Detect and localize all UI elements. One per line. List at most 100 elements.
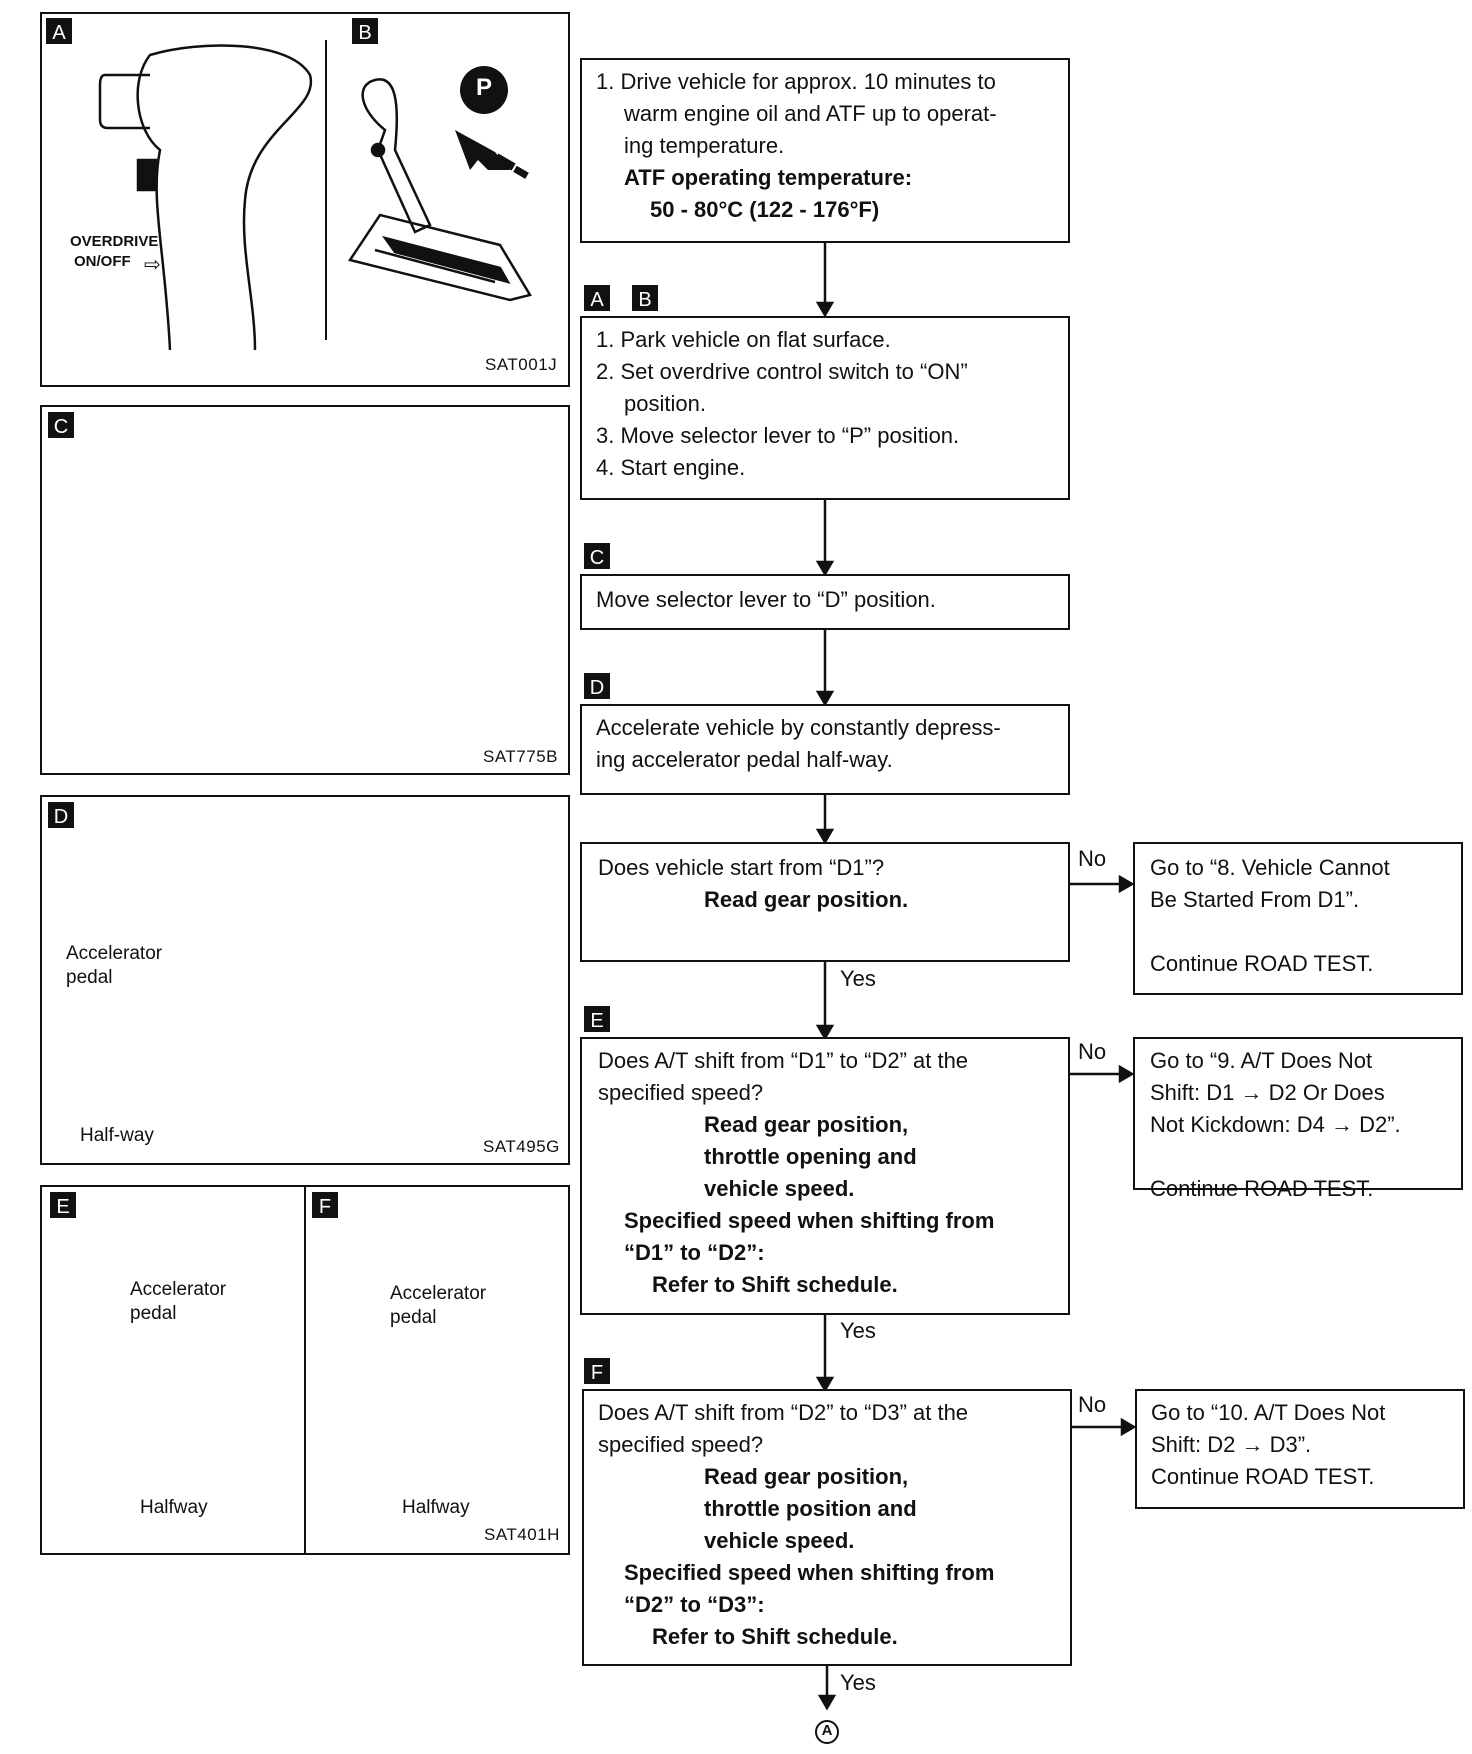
step6-question2: specified speed? bbox=[598, 1080, 764, 1105]
step5-question: Does vehicle start from “D1”? bbox=[598, 855, 885, 880]
step2-item3: 3. Move selector lever to “P” position. bbox=[596, 423, 960, 448]
figure-code-sat401h: SAT401H bbox=[484, 1525, 560, 1544]
step5-instruction: Read gear position. bbox=[704, 887, 909, 912]
overdrive-label-line2: ON/OFF bbox=[74, 253, 131, 270]
tag-b: B bbox=[352, 18, 378, 44]
step7-no-box bbox=[1135, 1389, 1465, 1509]
step6-spec1: Specified speed when shifting from bbox=[624, 1208, 995, 1233]
step7-no-line3: Continue ROAD TEST. bbox=[1151, 1464, 1375, 1489]
step2-item2b: position. bbox=[624, 391, 706, 416]
step6-no-line2: Shift: D1 → D2 Or Does bbox=[1150, 1080, 1385, 1105]
flow-connectors bbox=[815, 243, 1137, 1711]
step4-tag-d: D bbox=[584, 673, 610, 699]
tag-a: A bbox=[46, 18, 72, 44]
step2-item2: 2. Set overdrive control switch to “ON” bbox=[596, 359, 968, 384]
step6-yes-label: Yes bbox=[840, 1318, 876, 1343]
step6-text: Does A/T shift from “D1” to “D2” at the … bbox=[598, 1045, 1068, 1301]
step7-text: Does A/T shift from “D2” to “D3” at the … bbox=[598, 1397, 1068, 1653]
step3-tag-c: C bbox=[584, 543, 610, 569]
accelerator-pedal-line2-e: pedal bbox=[130, 1303, 177, 1324]
circle-d-label: D bbox=[411, 453, 429, 480]
panel-ef-divider bbox=[304, 1185, 306, 1555]
step7-instr3: vehicle speed. bbox=[704, 1528, 855, 1553]
step7-spec3: Refer to Shift schedule. bbox=[652, 1624, 898, 1649]
step7-no-label: No bbox=[1078, 1392, 1107, 1417]
arrow-into-p-illustration bbox=[455, 130, 529, 179]
step1-box bbox=[580, 58, 1070, 243]
accelerator-pedal-line2-f: pedal bbox=[390, 1307, 437, 1328]
step6-tag-e: E bbox=[584, 1006, 610, 1032]
selector-lever-b bbox=[347, 78, 532, 302]
step6-no-line3: Not Kickdown: D4 → D2”. bbox=[1150, 1112, 1401, 1137]
step6-no-spacer bbox=[1150, 1141, 1460, 1173]
halfway-label-d: Half-way bbox=[80, 1125, 154, 1146]
accelerator-pedal-label-d: Accelerator pedal bbox=[66, 942, 162, 990]
step6-instr3: vehicle speed. bbox=[704, 1176, 855, 1201]
step5-box bbox=[580, 842, 1070, 962]
shift-to-e: D2 bbox=[222, 1240, 244, 1257]
step6-spec2: “D1” to “D2”: bbox=[624, 1240, 765, 1265]
step2-text: 1. Park vehicle on flat surface. 2. Set … bbox=[596, 324, 1066, 484]
connector-a-circle bbox=[815, 1720, 839, 1744]
tag-e: E bbox=[50, 1192, 76, 1218]
connector-a-label: A bbox=[821, 1722, 833, 1739]
step7-question1: Does A/T shift from “D2” to “D3” at the bbox=[598, 1400, 969, 1425]
accelerator-pedal-label-e: Accelerator pedal bbox=[130, 1278, 226, 1326]
tag-f: F bbox=[312, 1192, 338, 1218]
accelerator-pedal-line1-d: Accelerator bbox=[66, 943, 163, 964]
step3-text: Move selector lever to “D” position. bbox=[596, 587, 936, 612]
shift-knob-illustration bbox=[98, 44, 313, 351]
step4-text: Accelerate vehicle by constantly depress… bbox=[596, 712, 1066, 776]
shift-from-f: D2 bbox=[369, 1240, 391, 1257]
overdrive-arrow-icon: ⇨ bbox=[144, 254, 161, 276]
panel-d-frame bbox=[40, 795, 570, 1165]
step5-no-label: No bbox=[1078, 846, 1107, 871]
tag-c: C bbox=[48, 412, 74, 438]
accelerator-pedal-line1-e: Accelerator bbox=[130, 1279, 227, 1300]
step5-yes-label: Yes bbox=[840, 966, 876, 991]
step1-line2: warm engine oil and ATF up to operat- bbox=[624, 101, 997, 126]
circle-p-label: P bbox=[475, 74, 492, 101]
step2-box bbox=[580, 316, 1070, 500]
step1-line1: 1. Drive vehicle for approx. 10 minutes … bbox=[596, 69, 996, 94]
step7-no-text: Go to “10. A/T Does Not Shift: D2 → D3”.… bbox=[1151, 1397, 1461, 1493]
step6-no-line4: Continue ROAD TEST. bbox=[1150, 1176, 1374, 1201]
shift-from-e: D1 bbox=[117, 1240, 139, 1257]
gate-d-label: D bbox=[250, 655, 263, 675]
step7-no-line1: Go to “10. A/T Does Not bbox=[1151, 1400, 1386, 1425]
step6-instr2: throttle opening and bbox=[704, 1144, 917, 1169]
step7-spec1: Specified speed when shifting from bbox=[624, 1560, 995, 1585]
step5-no-line1: Go to “8. Vehicle Cannot bbox=[1150, 855, 1390, 880]
step6-box bbox=[580, 1037, 1070, 1315]
figure-code-sat495g: SAT495G bbox=[483, 1137, 560, 1156]
accelerator-pedal-line1-f: Accelerator bbox=[390, 1283, 487, 1304]
step7-no-line2: Shift: D2 → D3”. bbox=[1151, 1432, 1312, 1457]
step6-no-line1: Go to “9. A/T Does Not bbox=[1150, 1048, 1373, 1073]
step2-item1: 1. Park vehicle on flat surface. bbox=[596, 327, 891, 352]
step4-line1: Accelerate vehicle by constantly depress… bbox=[596, 715, 1001, 740]
step2-item4: 4. Start engine. bbox=[596, 455, 746, 480]
step1-text: 1. Drive vehicle for approx. 10 minutes … bbox=[596, 66, 1066, 226]
step6-instr1: Read gear position, bbox=[704, 1112, 909, 1137]
step5-no-text: Go to “8. Vehicle Cannot Be Started From… bbox=[1150, 852, 1460, 980]
step7-instr2: throttle position and bbox=[704, 1496, 917, 1521]
accelerator-pedal-label-f: Accelerator pedal bbox=[390, 1282, 486, 1330]
figure-code-sat001j: SAT001J bbox=[485, 355, 558, 374]
step5-no-line2: Be Started From D1”. bbox=[1150, 887, 1360, 912]
overdrive-label-line1: OVERDRIVE bbox=[70, 233, 159, 250]
panel-ab-divider bbox=[325, 40, 327, 340]
halfway-label-e: Halfway bbox=[140, 1497, 208, 1518]
step1-line3: ing temperature. bbox=[624, 133, 785, 158]
step2-tag-a: A bbox=[584, 285, 610, 311]
accelerator-pedal-line2-d: pedal bbox=[66, 967, 113, 988]
step7-question2: specified speed? bbox=[598, 1432, 764, 1457]
step6-question1: Does A/T shift from “D1” to “D2” at the bbox=[598, 1048, 969, 1073]
step5-no-line3: Continue ROAD TEST. bbox=[1150, 951, 1374, 976]
halfway-label-f: Halfway bbox=[402, 1497, 470, 1518]
step3-box bbox=[580, 574, 1070, 630]
step7-box bbox=[582, 1389, 1072, 1666]
figure-code-sat775b: SAT775B bbox=[483, 747, 559, 766]
step6-no-text: Go to “9. A/T Does Not Shift: D1 → D2 Or… bbox=[1150, 1045, 1460, 1205]
overdrive-label: OVERDRIVE ON/OFF bbox=[70, 232, 158, 272]
panel-c-frame bbox=[40, 405, 570, 775]
